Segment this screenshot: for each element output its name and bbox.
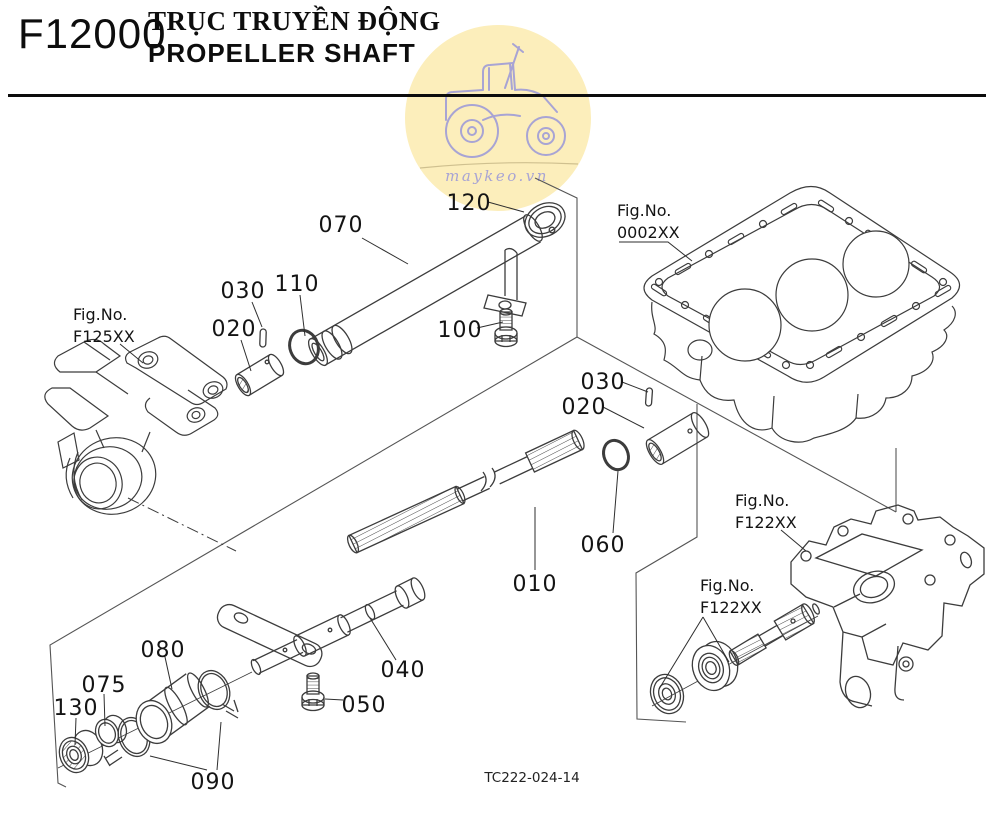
pin-030-upper <box>259 328 267 348</box>
pin-030-mid <box>644 387 654 407</box>
watermark-logo: maykeo.vn <box>405 25 591 211</box>
callout-050: 050 <box>342 693 387 718</box>
input-shaft <box>728 603 820 667</box>
page-title-vietnamese: TRỤC TRUYỀN ĐỘNG <box>148 6 441 36</box>
callout-080: 080 <box>141 638 186 663</box>
ring-075 <box>94 714 128 748</box>
coupling-020-mid <box>645 412 710 465</box>
callout-060: 060 <box>581 533 626 558</box>
oil-seal-120 <box>524 202 566 238</box>
joint-shaft-group <box>216 577 426 712</box>
page-title-english: PROPELLER SHAFT <box>148 38 416 68</box>
callout-010: 010 <box>513 572 558 597</box>
callout-040: 040 <box>381 658 426 683</box>
bolt-050 <box>301 672 325 712</box>
bearing-shaft-group <box>649 504 985 715</box>
callout-020-mid: 020 <box>562 395 607 420</box>
housing-drawing <box>790 504 985 709</box>
callout-020-upper: 020 <box>212 317 257 342</box>
spline-section <box>524 429 584 473</box>
callout-090: 090 <box>191 770 236 795</box>
coupler-130 <box>58 729 104 774</box>
figure-references: Fig.No. F125XX Fig.No. 0002XX Fig.No. F1… <box>73 201 797 617</box>
propeller-shaft-group <box>346 387 710 554</box>
seal-part <box>649 673 685 715</box>
fig-ref-0002xx-label: Fig.No. <box>617 201 671 220</box>
header-divider <box>8 94 986 97</box>
bolt-100 <box>494 308 518 348</box>
transmission-drawing <box>44 335 237 552</box>
tractor-icon <box>445 43 566 158</box>
page-header: F12000 TRỤC TRUYỀN ĐỘNG PROPELLER SHAFT <box>0 0 992 100</box>
fig-ref-f122xx-housing-code: F122XX <box>735 513 797 532</box>
fig-ref-0002xx-code: 0002XX <box>617 223 680 242</box>
crank-journals <box>687 230 910 362</box>
bracket-strap <box>483 247 527 317</box>
gasket-slots <box>650 199 952 370</box>
boot-080 <box>135 672 211 745</box>
coupling-020-upper <box>234 353 285 397</box>
watermark-text: maykeo.vn <box>445 167 549 185</box>
fig-ref-f122xx-housing-label: Fig.No. <box>735 491 789 510</box>
fig-ref-f125xx-code: F125XX <box>73 327 135 346</box>
fig-ref-f122xx-bearing-label: Fig.No. <box>700 576 754 595</box>
section-code: F12000 <box>18 10 167 57</box>
callout-030-mid: 030 <box>581 370 626 395</box>
callout-110: 110 <box>275 272 320 297</box>
callout-075: 075 <box>82 673 127 698</box>
drawing-code: TC222-024-14 <box>483 770 579 786</box>
oil-pan-drawing <box>643 185 961 443</box>
callout-120: 120 <box>447 191 492 216</box>
callout-070: 070 <box>319 213 364 238</box>
o-ring-060 <box>602 438 630 472</box>
fig-ref-f122xx-bearing-code: F122XX <box>700 598 762 617</box>
clamp-090-right <box>197 669 239 719</box>
coupling-boot-group <box>57 669 253 774</box>
leader-lines <box>74 201 807 771</box>
ball-bearing <box>691 640 739 692</box>
spline-section <box>348 485 465 554</box>
callout-130: 130 <box>54 696 99 721</box>
shaft-cover-group <box>234 202 566 397</box>
callout-030-upper: 030 <box>221 279 266 304</box>
callout-labels: 070 120 110 030 020 100 030 020 060 010 … <box>54 191 626 795</box>
fig-ref-f125xx-label: Fig.No. <box>73 305 127 324</box>
panel-boxes <box>49 177 897 788</box>
guard-plate <box>216 603 323 668</box>
callout-100: 100 <box>438 318 483 343</box>
